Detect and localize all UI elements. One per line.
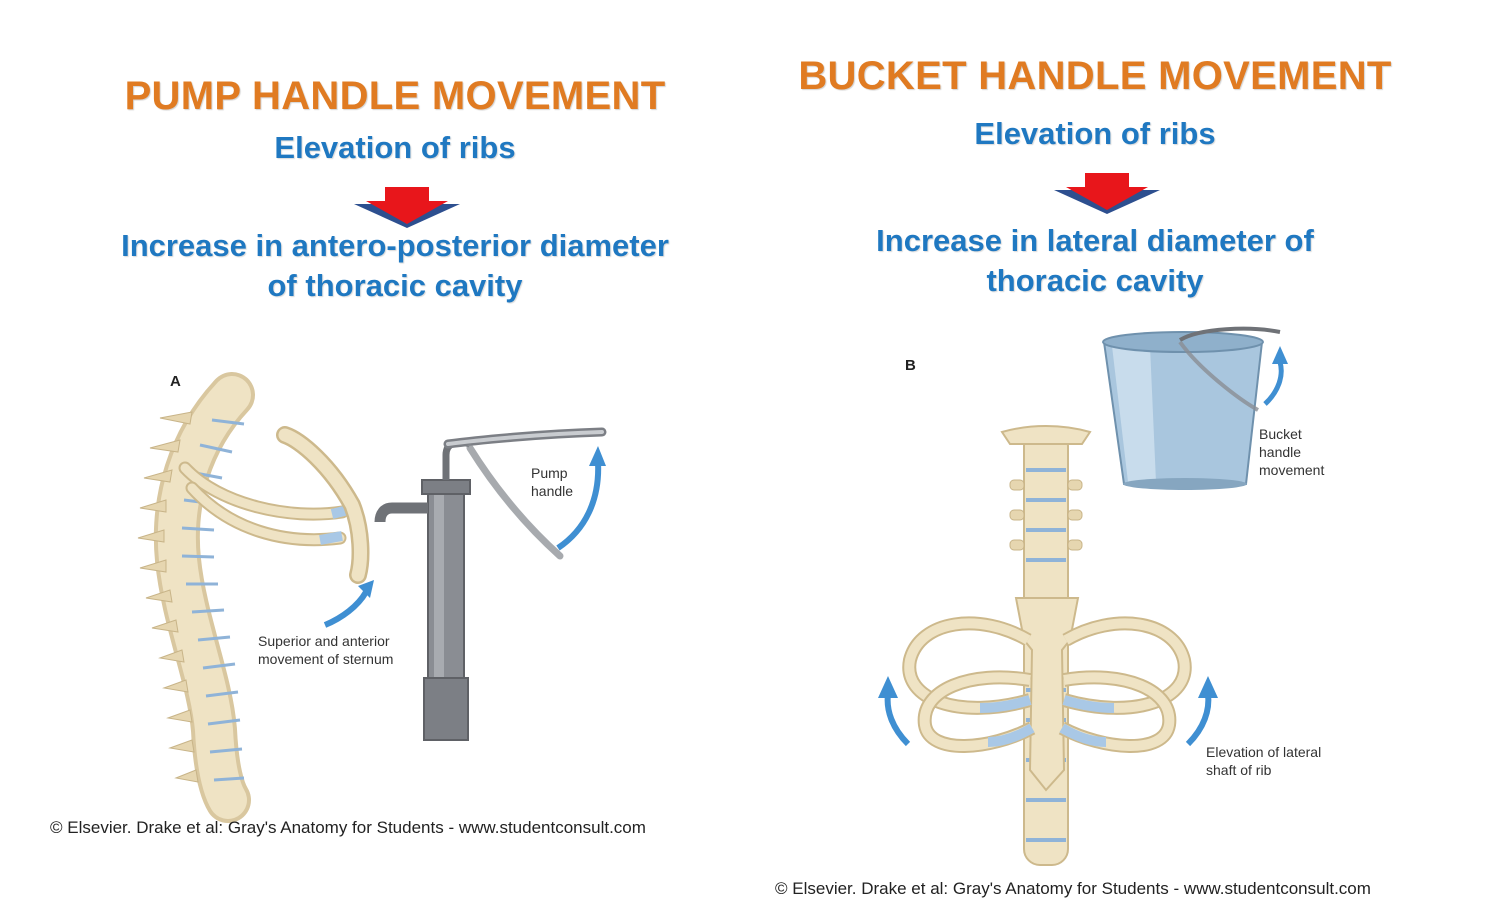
panel-letter-b: B bbox=[905, 357, 916, 374]
bucket-handle-subheading: Elevation of ribs bbox=[974, 116, 1216, 151]
bucket-handle-label: Bucket handle movement bbox=[1259, 425, 1324, 479]
pump-handle-illustration bbox=[137, 372, 607, 823]
rib-cage-front bbox=[902, 616, 1192, 753]
bucket-handle-result-line1: Increase in lateral diameter of bbox=[876, 223, 1314, 258]
water-pump bbox=[374, 427, 607, 741]
bucket-handle-label-line1: Bucket bbox=[1259, 426, 1302, 442]
rib-motion-arrow-right bbox=[1185, 676, 1218, 747]
panel-letter-a: A bbox=[170, 373, 181, 390]
bucket bbox=[1102, 326, 1281, 490]
pump-handle-result-line2: of thoracic cavity bbox=[267, 268, 523, 303]
bucket-handle-label-line2: handle bbox=[1259, 444, 1302, 460]
sternum-movement-label-line1: Superior and anterior bbox=[258, 633, 390, 649]
bucket-handle-heading: BUCKET HANDLE MOVEMENT bbox=[798, 54, 1392, 98]
right-credit: © Elsevier. Drake et al: Gray's Anatomy … bbox=[775, 879, 1371, 898]
rib-elevation-label: Elevation of lateral shaft of rib bbox=[1206, 743, 1321, 779]
left-credit: © Elsevier. Drake et al: Gray's Anatomy … bbox=[50, 818, 646, 837]
bucket-motion-arrow bbox=[1263, 346, 1288, 406]
pump-handle-label-line1: Pump bbox=[531, 465, 568, 481]
down-arrow-icon bbox=[1052, 170, 1162, 214]
pump-handle-heading: PUMP HANDLE MOVEMENT bbox=[124, 74, 666, 118]
bucket-handle-label-line3: movement bbox=[1259, 462, 1325, 478]
rib-cage-side bbox=[178, 461, 350, 547]
rib-elevation-label-line1: Elevation of lateral bbox=[1206, 744, 1322, 760]
pump-handle-result: Increase in antero-posterior diameter of… bbox=[40, 226, 750, 306]
sternum bbox=[276, 426, 370, 584]
pump-handle-label-line2: handle bbox=[531, 483, 574, 499]
sternum-movement-label: Superior and anterior movement of sternu… bbox=[258, 632, 393, 668]
sternum-movement-label-line2: movement of sternum bbox=[258, 651, 394, 667]
bucket-handle-illustration bbox=[878, 326, 1288, 866]
rib-motion-arrow-left bbox=[878, 676, 911, 747]
vertebral-column bbox=[137, 372, 255, 823]
bucket-handle-result-line2: thoracic cavity bbox=[986, 263, 1204, 298]
rib-elevation-label-line2: shaft of rib bbox=[1206, 762, 1272, 778]
sternum-front bbox=[1014, 597, 1080, 792]
pump-handle-label: Pump handle bbox=[531, 464, 573, 500]
pump-motion-arrow bbox=[556, 446, 606, 551]
sternum-motion-arrow bbox=[323, 580, 374, 628]
down-arrow-icon bbox=[352, 184, 462, 228]
pump-handle-result-line1: Increase in antero-posterior diameter bbox=[121, 228, 669, 263]
pump-handle-subheading: Elevation of ribs bbox=[274, 130, 516, 165]
bucket-handle-result: Increase in lateral diameter of thoracic… bbox=[760, 221, 1430, 301]
